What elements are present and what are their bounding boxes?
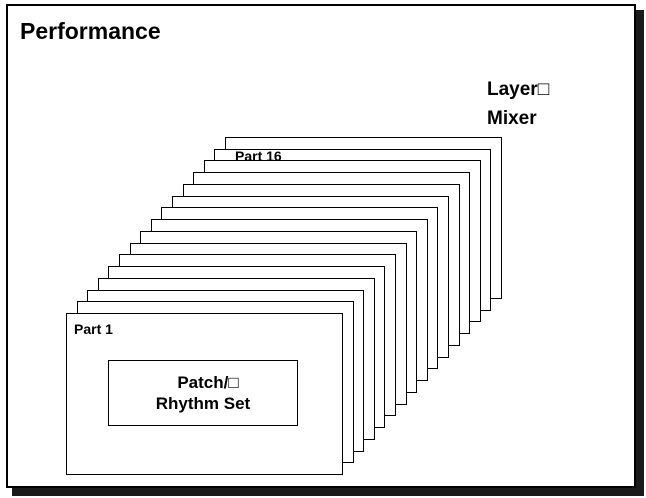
layer-mixer-line2: Mixer (487, 108, 537, 129)
layer-mixer-label: Layer□ Mixer (487, 75, 549, 133)
part-1-label: Part 1 (74, 321, 113, 337)
performance-title: Performance (20, 18, 161, 44)
patch-box-line2: Rhythm Set (155, 394, 251, 413)
patch-box-line1: Patch/□ (177, 373, 239, 392)
part-16-label: Part 16 (235, 148, 282, 164)
patch-rhythm-set-box: Patch/□ Rhythm Set (108, 360, 298, 426)
layer-mixer-line1: Layer□ (487, 79, 550, 100)
